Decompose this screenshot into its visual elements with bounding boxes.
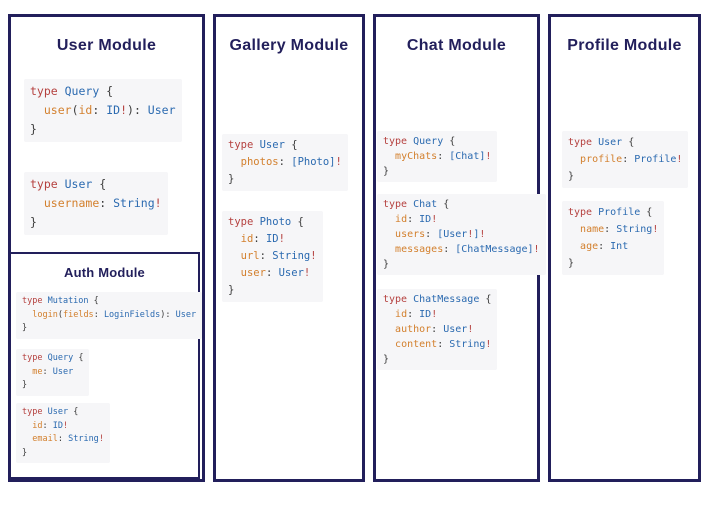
profile-module-panel: Profile Module type User { profile: Prof… [548, 14, 701, 482]
code-block-profile-type: type Profile { name: String! age: Int } [562, 201, 665, 275]
code-block-user-query: type Query { user(id: ID!): User } [24, 79, 182, 142]
gallery-module-title: Gallery Module [229, 37, 349, 54]
chat-module-title: Chat Module [406, 37, 507, 54]
profile-module-title: Profile Module [567, 37, 682, 54]
code-block-profile-user: type User { profile: Profile! } [562, 131, 689, 188]
code-block-auth-query: type Query { me: User } [16, 349, 90, 396]
code-block-chat-type: type Chat { id: ID! users: [User!]! mess… [377, 194, 546, 275]
code-block-user-type: type User { username: String! } [24, 172, 168, 235]
auth-module-title: Auth Module [64, 265, 145, 280]
code-block-auth-mutation: type Mutation { login(fields: LoginField… [16, 292, 203, 339]
code-block-chat-message: type ChatMessage { id: ID! author: User!… [377, 289, 498, 370]
code-block-chat-query: type Query { myChats: [Chat]! } [377, 131, 498, 182]
chat-module-panel: Chat Module type Query { myChats: [Chat]… [373, 14, 546, 482]
user-module-panel: User Module type Query { user(id: ID!): … [8, 14, 205, 482]
auth-module-panel: Auth Module type Mutation { login(fields… [9, 252, 203, 479]
user-module-title: User Module [56, 37, 157, 54]
code-block-auth-user: type User { id: ID! email: String! } [16, 403, 110, 463]
gallery-module-panel: Gallery Module type User { photos: [Phot… [213, 14, 365, 482]
code-block-gallery-user: type User { photos: [Photo]! } [222, 134, 348, 191]
code-block-gallery-photo: type Photo { id: ID! url: String! user: … [222, 211, 323, 302]
